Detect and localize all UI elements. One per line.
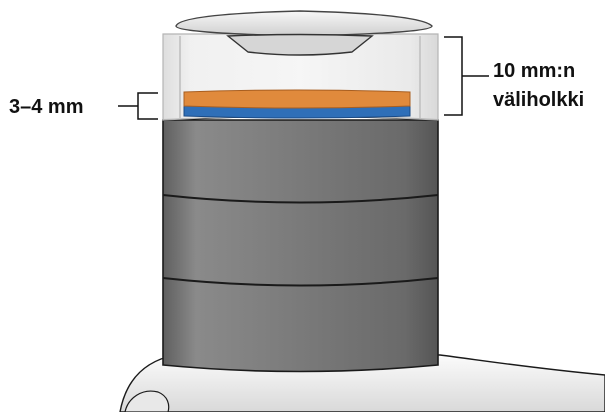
gap-bracket xyxy=(137,92,158,120)
spacer-label-line2: väliholkki xyxy=(493,89,584,111)
top-cap xyxy=(175,10,433,37)
stack-seam-1 xyxy=(162,194,439,204)
frame-left-knob xyxy=(124,390,170,412)
gap-label: 3–4 mm xyxy=(9,96,84,118)
stack-seam-2 xyxy=(162,277,439,287)
spacer-height-bracket xyxy=(444,36,463,116)
top-cap-plug xyxy=(226,33,374,56)
steerer-stack xyxy=(162,119,439,373)
spacer-label-line1: 10 mm:n xyxy=(493,60,575,82)
orange-spacer xyxy=(183,89,411,109)
blue-spacer xyxy=(183,105,411,119)
